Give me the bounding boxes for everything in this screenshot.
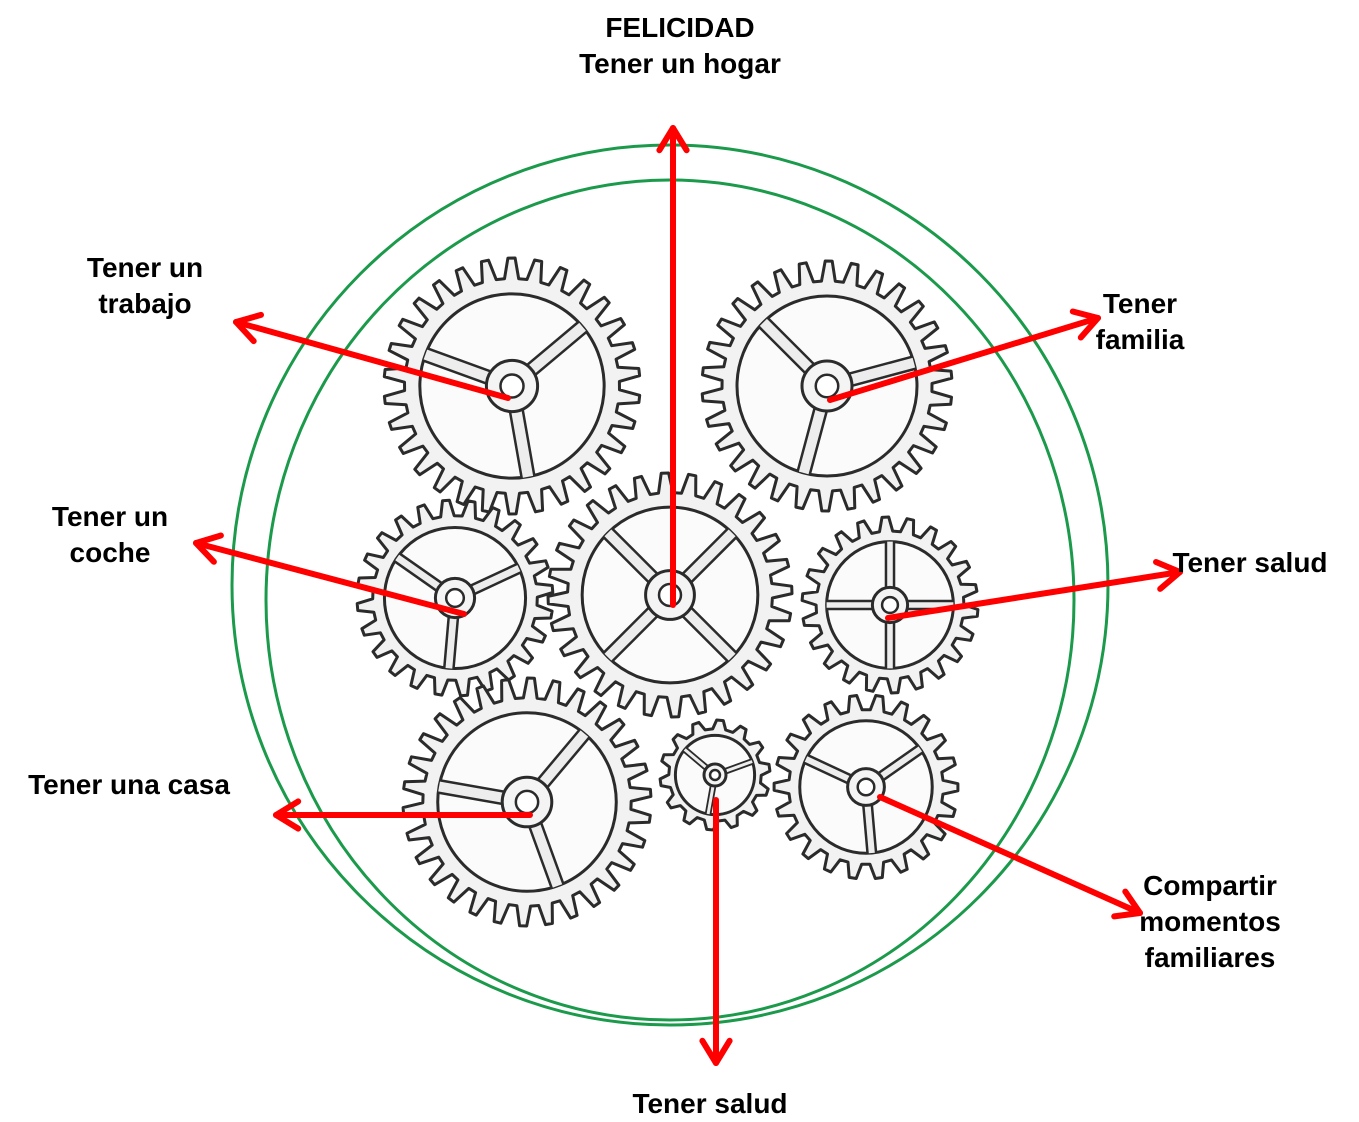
gears-layer [355,256,980,928]
label-hogar: Tener un hogar [579,48,781,79]
arrow-salud-bottom [699,797,733,1066]
arrow-compartir [877,794,1143,920]
gear-axle-hole [856,777,876,797]
gear-bottom-small [658,718,772,832]
gear-middle-left [355,498,555,698]
arrow-trabajo [233,311,511,401]
gear-middle-right [800,515,980,695]
arrow-head [233,311,264,345]
arrow-head [656,125,690,154]
arrow-head [699,1037,733,1066]
label-coche: Tener un coche [51,501,169,568]
arrow-head [273,798,302,832]
arrow-felicidad [656,125,690,608]
arrow-head [193,532,224,565]
arrow-shaft [233,319,511,401]
label-salud-bottom: Tener salud [632,1088,788,1119]
gear-axle-hole [444,587,466,609]
gear-bottom-left [401,676,653,928]
label-familia: Tener familia [1095,288,1185,355]
arrow-coche [193,532,467,617]
arrow-head [1111,888,1143,920]
arrow-familia [827,308,1101,403]
gear-axle-hole [880,595,900,615]
arrow-head [1069,308,1101,341]
arrow-shaft [193,540,467,617]
label-salud-right: Tener salud [1172,547,1328,578]
label-trabajo: Tener un trabajo [86,252,204,319]
gear-bottom-right [772,694,960,880]
arrow-salud-right [885,559,1183,621]
gear-axle-hole [514,789,540,815]
gear-top-right [700,259,954,513]
gear-axle-hole [814,373,840,399]
arrow-casa [273,798,533,832]
gear-axle-hole [499,373,525,399]
gear-axle-hole [708,768,722,782]
arrows-layer [193,125,1183,1066]
arrow-shaft [885,569,1183,621]
gear-center [546,471,794,719]
label-felicidad: FELICIDAD Tener un hogar [540,10,820,82]
arrow-shaft [827,315,1101,403]
label-casa: Tener una casa [28,769,230,800]
arrow-head [1153,559,1183,592]
arrow-shaft [877,794,1143,916]
gear-top-left [382,256,642,516]
label-compartir: Compartir momentos familiares [1139,870,1281,973]
label-felicidad-title: FELICIDAD [605,12,755,43]
